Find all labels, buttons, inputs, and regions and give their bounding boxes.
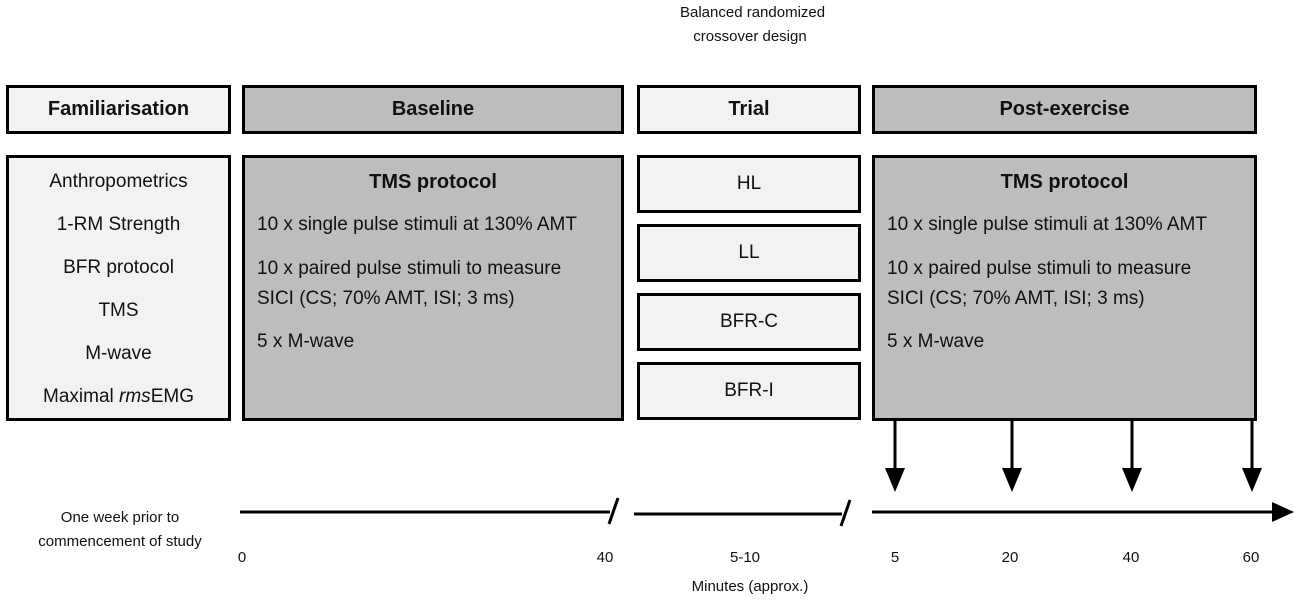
post-exercise-header-label: Post-exercise (999, 98, 1130, 120)
axis-label: Minutes (approx.) (691, 578, 809, 595)
familiarisation-header-label: Familiarisation (47, 98, 190, 120)
trial-condition-bfr-c: BFR-C (637, 293, 861, 351)
baseline-header-label: Baseline (391, 98, 475, 120)
trial-break-mark (839, 499, 852, 527)
fam-item-tms: TMS (98, 300, 139, 321)
baseline-line-3: 5 x M-wave (257, 331, 355, 352)
trial-condition-hl: HL (637, 155, 861, 213)
design-note-line-1: Balanced randomized (680, 4, 826, 21)
sampling-arrows (885, 421, 1262, 492)
arrowhead-60min (1242, 468, 1262, 492)
post-line-2b: SICI (CS; 70% AMT, ISI; 3 ms) (887, 288, 1145, 309)
fam-item-emg-text: EMG (150, 386, 194, 407)
post-line-2a: 10 x paired pulse stimuli to measure (887, 258, 1192, 279)
fam-item-maximal-text: Maximal (43, 386, 120, 407)
baseline-line-2b: SICI (CS; 70% AMT, ISI; 3 ms) (257, 288, 515, 309)
familiarisation-header: Familiarisation (6, 85, 231, 134)
trial-condition-bfr-i-label: BFR-I (724, 380, 774, 401)
post-exercise-header: Post-exercise (872, 85, 1257, 134)
fam-item-anthropometrics: Anthropometrics (49, 171, 188, 192)
trial-condition-hl-label: HL (736, 173, 762, 194)
familiarisation-note-line-2: commencement of study (38, 533, 202, 550)
baseline-title: TMS protocol (369, 171, 497, 193)
tick-label-post-20: 20 (1001, 549, 1019, 566)
trial-condition-ll: LL (637, 224, 861, 282)
arrowhead-20min (1002, 468, 1022, 492)
tick-label-baseline-40: 40 (596, 549, 614, 566)
tick-label-post-40: 40 (1122, 549, 1140, 566)
arrowhead-40min (1122, 468, 1142, 492)
post-line-1: 10 x single pulse stimuli at 130% AMT (887, 214, 1207, 235)
post-line-3: 5 x M-wave (887, 331, 985, 352)
arrowhead-5min (885, 468, 905, 492)
tick-label-baseline-0: 0 (237, 549, 247, 566)
design-note-line-2: crossover design (693, 28, 807, 45)
baseline-line-1: 10 x single pulse stimuli at 130% AMT (257, 214, 577, 235)
tick-label-trial: 5-10 (729, 549, 761, 566)
fam-item-maximal-rmsemg: Maximal rmsEMG (9, 386, 228, 408)
baseline-break-mark (607, 497, 620, 525)
trial-condition-bfr-c-label: BFR-C (719, 311, 779, 332)
tick-label-post-60: 60 (1242, 549, 1260, 566)
fam-item-rms-text: rms (119, 386, 151, 407)
fam-item-m-wave: M-wave (85, 343, 152, 364)
trial-condition-ll-label: LL (738, 242, 760, 263)
trial-header: Trial (637, 85, 861, 134)
baseline-line-2a: 10 x paired pulse stimuli to measure (257, 258, 562, 279)
tick-label-post-5: 5 (890, 549, 900, 566)
trial-header-label: Trial (728, 98, 770, 120)
fam-item-1rm-strength: 1-RM Strength (56, 214, 181, 235)
post-title: TMS protocol (1000, 171, 1129, 193)
fam-item-bfr-protocol: BFR protocol (63, 257, 174, 278)
baseline-box: TMS protocol 10 x single pulse stimuli a… (242, 155, 624, 421)
familiarisation-note-line-1: One week prior to (60, 509, 180, 526)
familiarisation-box: Anthropometrics 1-RM Strength BFR protoc… (6, 155, 231, 421)
baseline-header: Baseline (242, 85, 624, 134)
post-timeline-arrowhead (1272, 502, 1294, 522)
trial-condition-bfr-i: BFR-I (637, 362, 861, 420)
post-exercise-box: TMS protocol 10 x single pulse stimuli a… (872, 155, 1257, 421)
